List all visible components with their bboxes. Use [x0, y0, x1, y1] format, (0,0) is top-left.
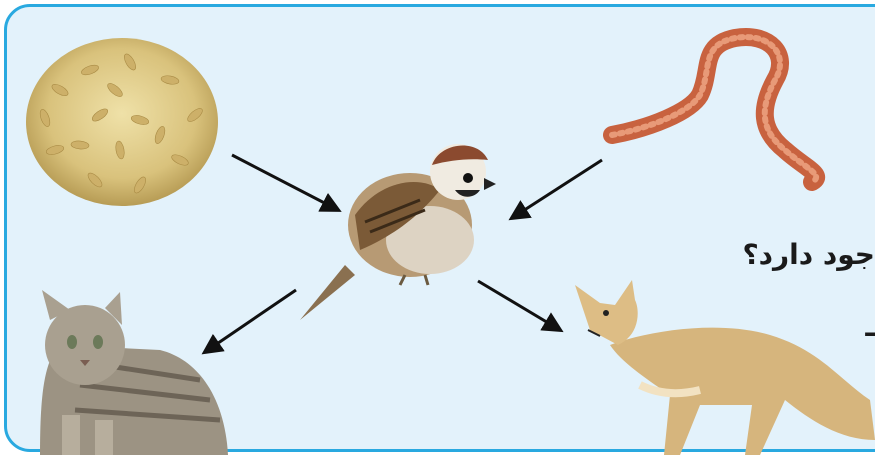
cat-icon	[40, 290, 228, 455]
sparrow-icon	[300, 144, 496, 320]
arrow-sparrow-to-cat	[201, 288, 297, 355]
arrow-worm-to-sparrow	[508, 158, 603, 221]
question-text: جود دارد؟	[742, 238, 875, 271]
arrow-grains-to-sparrow	[231, 153, 342, 212]
arrow-sparrow-to-fox	[477, 279, 564, 333]
fox-icon	[575, 280, 875, 455]
answer-text: ـ	[865, 310, 875, 343]
earthworm-icon	[603, 28, 826, 191]
food-web-arrows	[201, 153, 603, 355]
grain-pile-icon	[26, 38, 218, 206]
